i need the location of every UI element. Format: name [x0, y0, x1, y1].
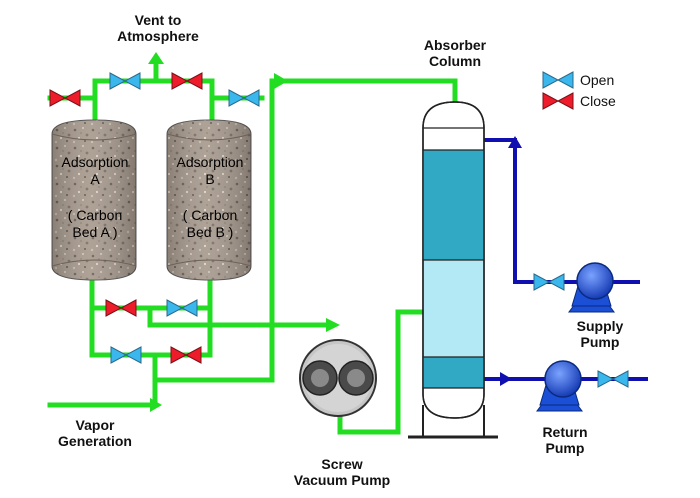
label-supply-pump: Supply Pump — [576, 318, 624, 350]
valve-supply-icon — [533, 273, 565, 291]
label-screw-vacuum-pump: Screw Vacuum Pump — [293, 456, 391, 488]
supply-pump — [568, 262, 615, 313]
valve-top-left-icon — [49, 89, 81, 107]
column-packing-light — [424, 260, 483, 357]
label-vent-to-atmosphere: Vent to Atmosphere — [117, 12, 199, 44]
vapor-line-pump-to-column — [337, 309, 426, 435]
valve-mid-right-icon — [166, 299, 198, 317]
valve-return-icon — [597, 370, 629, 388]
label-absorber-column: Absorber Column — [423, 37, 487, 69]
vapor-line-column-return — [152, 78, 458, 383]
label-return-pump: Return Pump — [542, 424, 588, 456]
vent-arrow — [148, 52, 164, 64]
valves — [49, 72, 629, 388]
tank-b — [166, 119, 252, 281]
tank-b-label: Adsorption B ( Carbon Bed B ) — [176, 154, 244, 240]
valve-top-center-left-icon — [109, 72, 141, 90]
valve-top-center-right-icon — [171, 72, 203, 90]
column-return-arrow — [274, 73, 288, 89]
valve-top-right-icon — [228, 89, 260, 107]
column-liquid-upper — [424, 150, 483, 260]
liquid-arrows — [500, 136, 522, 386]
supply-line — [484, 138, 640, 284]
vapor-arrows — [148, 52, 340, 412]
absorber-column — [408, 101, 498, 439]
supply-arrow — [508, 136, 522, 148]
screw-pump-arrow — [326, 318, 340, 332]
valve-low-left-icon — [110, 346, 142, 364]
legend-close-icon — [542, 92, 574, 110]
tank-a-label: Adsorption A ( Carbon Bed A ) — [61, 154, 129, 240]
legend — [542, 71, 574, 110]
screw-vacuum-pump — [299, 339, 377, 417]
column-liquid-lower — [424, 357, 483, 388]
return-arrow — [500, 372, 512, 386]
valve-mid-left-icon — [105, 299, 137, 317]
column-outline — [422, 101, 485, 419]
label-vapor-generation: Vapor Generation — [58, 417, 132, 449]
vapor-in-arrow — [150, 398, 162, 412]
return-pump — [536, 360, 583, 412]
tank-a — [51, 119, 137, 281]
legend-close-label: Close — [580, 93, 616, 109]
legend-open-label: Open — [580, 72, 615, 88]
valve-low-right-icon — [170, 346, 202, 364]
vapor-lines — [47, 59, 458, 435]
legend-open-icon — [542, 71, 574, 89]
